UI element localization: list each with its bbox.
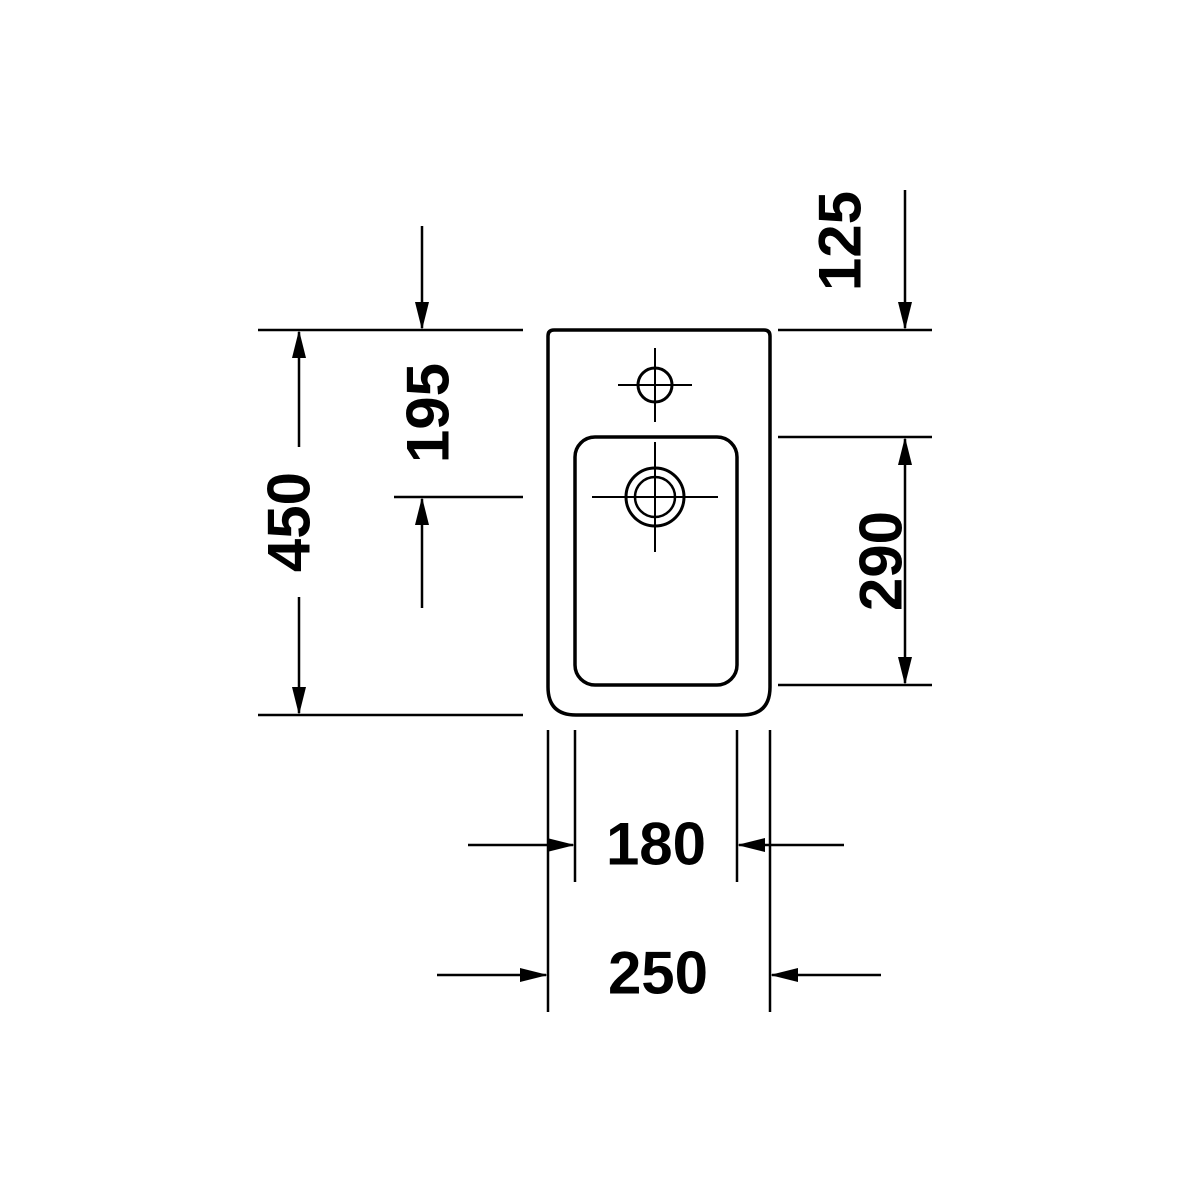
arrowhead-up <box>292 330 306 358</box>
dim-bowl-depth-group: 290 <box>778 435 932 687</box>
dim-bowl-width-label: 180 <box>606 811 706 878</box>
arrowhead-up <box>415 497 429 525</box>
dim-bowl-width-group: 180 <box>468 730 844 882</box>
dim-tap-hole-offset-group: 195 <box>394 226 523 608</box>
arrowhead-down <box>898 657 912 685</box>
dim-overall-width-group: 250 <box>437 730 881 1012</box>
dim-rim-to-bowl-group: 125 <box>778 190 932 332</box>
arrowhead-left <box>770 968 798 982</box>
dim-overall-depth-label: 450 <box>256 472 323 572</box>
dim-overall-depth-group: 450 <box>256 328 523 717</box>
arrowhead-right <box>547 838 575 852</box>
arrowhead-right <box>520 968 548 982</box>
dim-tap-hole-offset-label: 195 <box>395 363 462 463</box>
dim-bowl-depth-label: 290 <box>848 511 915 611</box>
basin-inner-bowl <box>573 435 739 687</box>
basin-body-group <box>546 328 772 717</box>
arrowhead-down <box>415 302 429 330</box>
arrowhead-down <box>898 302 912 330</box>
dim-overall-width-label: 250 <box>608 940 708 1007</box>
dim-rim-to-bowl-label: 125 <box>807 191 874 291</box>
arrowhead-down <box>292 687 306 715</box>
arrowhead-left <box>737 838 765 852</box>
arrowhead-up <box>898 437 912 465</box>
